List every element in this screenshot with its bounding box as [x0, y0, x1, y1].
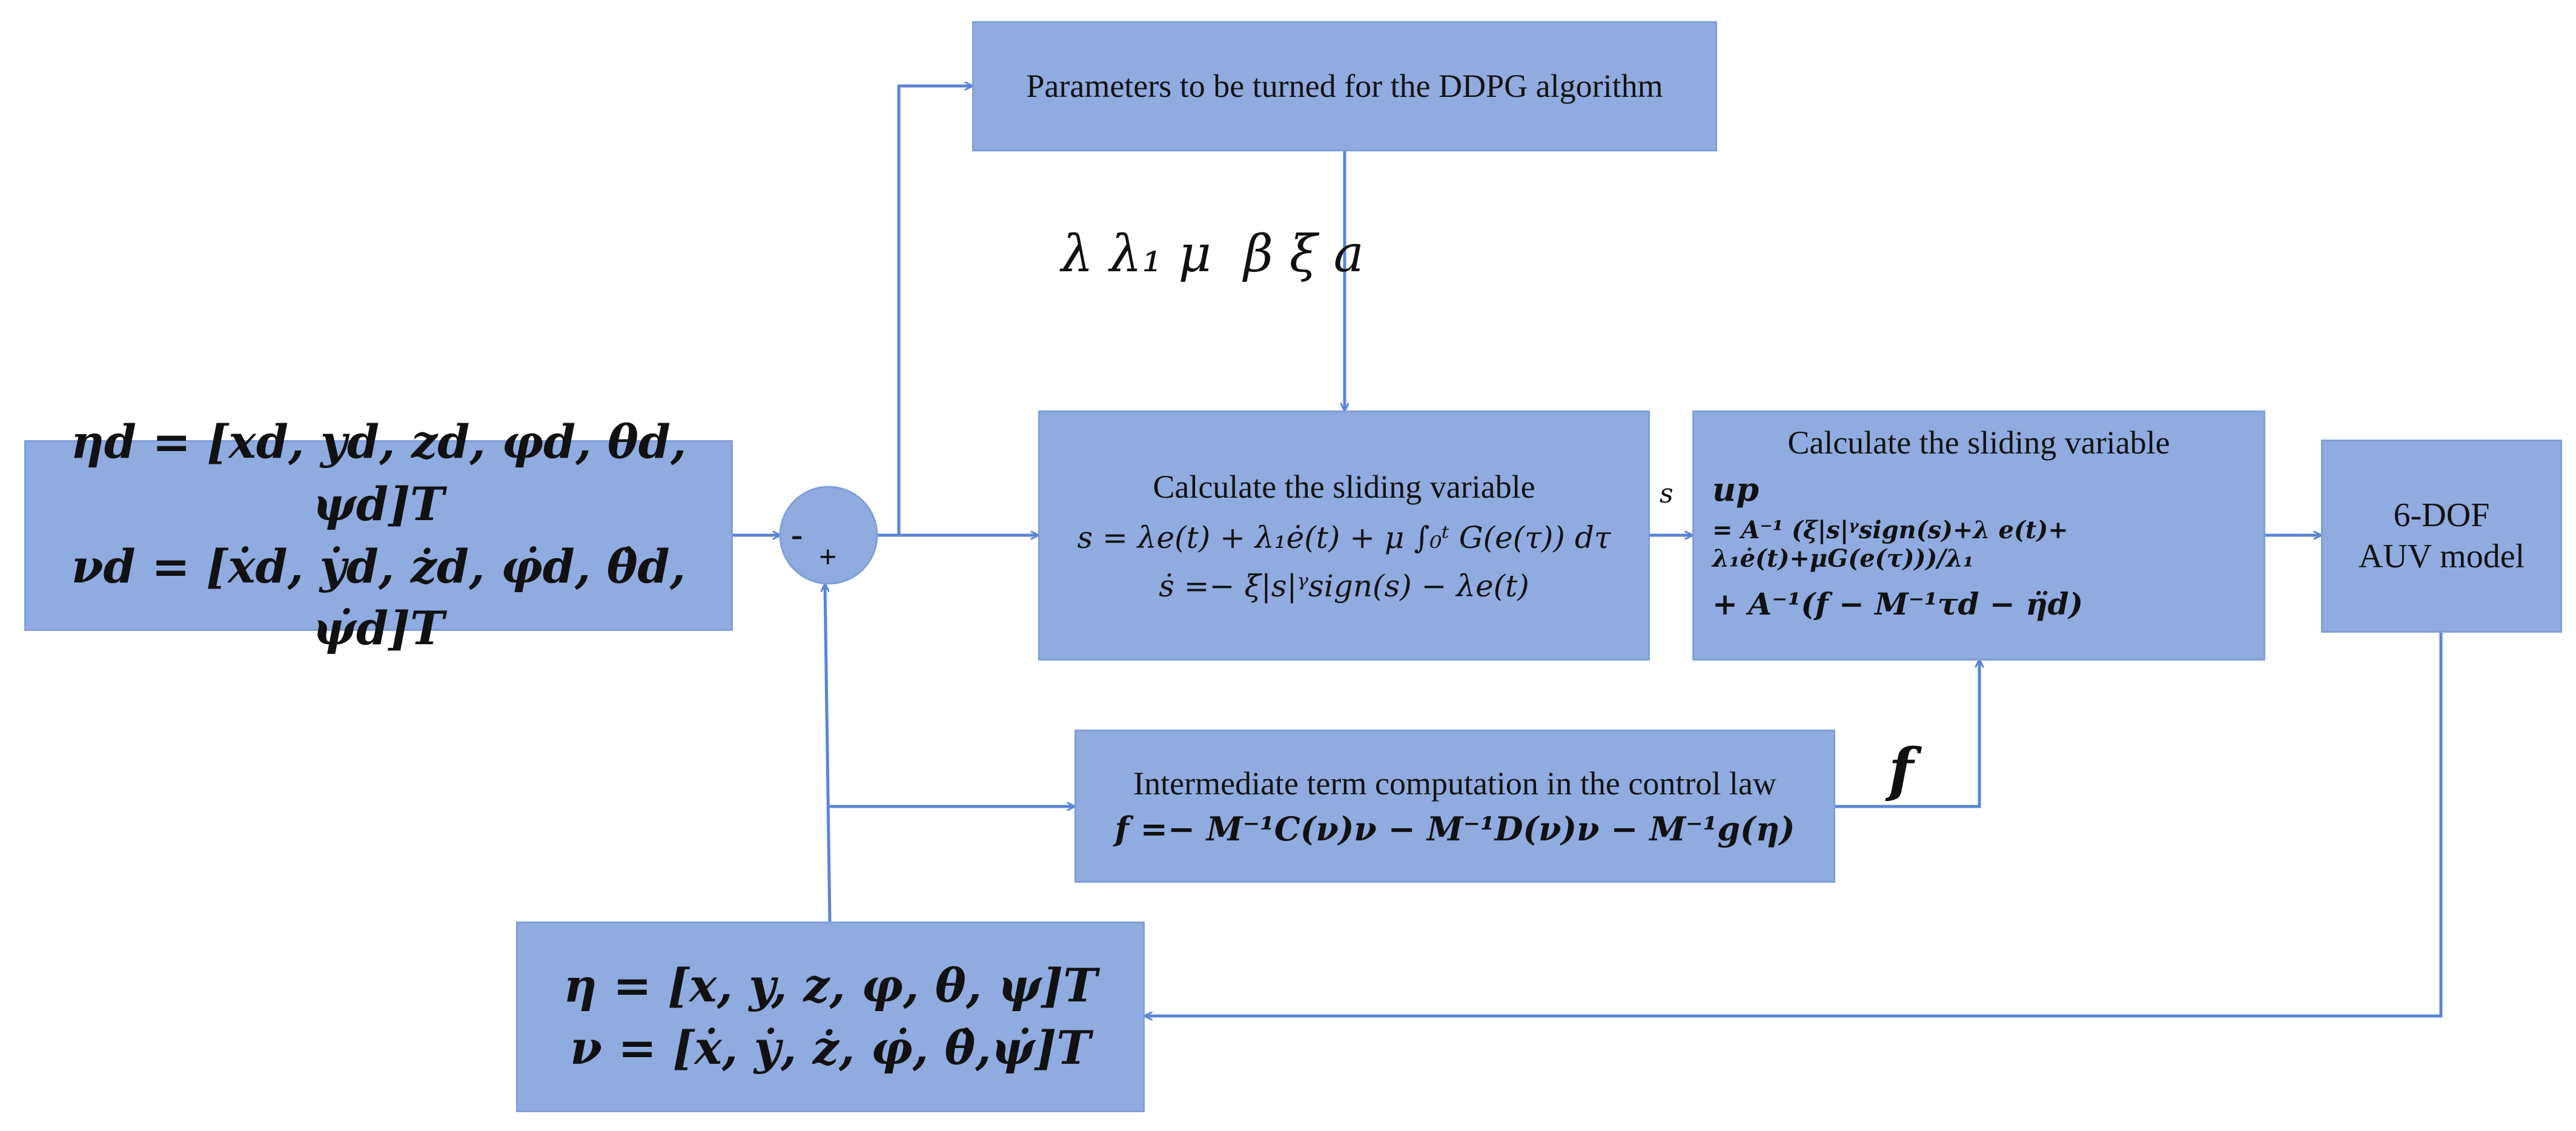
intermediate-term-eq: f =− M⁻¹C(ν)ν − M⁻¹D(ν)ν − M⁻¹g(η)	[1114, 809, 1795, 848]
arrow-to-params	[897, 86, 972, 535]
auv-model-line2: AUV model	[2358, 537, 2525, 575]
auv-model-line1: 6-DOF	[2393, 496, 2490, 535]
arrow-intermediate-to-control	[1835, 660, 1979, 808]
reaching-law-eq: ṡ =− ξ|s|ᵞsign(s) − λe(t)	[1159, 568, 1529, 604]
ddpg-parameters-label: Parameters to be turned for the DDPG alg…	[1026, 68, 1663, 105]
actual-state-box: η = [x, y, z, φ, θ, ψ]T ν = [ẋ, ẏ, ż, φ̇…	[516, 922, 1145, 1112]
summing-junction	[779, 486, 878, 585]
control-law-eq-line1: = A⁻¹ (ξ|s|ᵞsign(s)+λ e(t)+ λ₁ė(t)+μG(e(…	[1712, 515, 2068, 573]
auv-model-box: 6-DOF AUV model	[2321, 440, 2562, 633]
control-box-title: Calculate the sliding variable	[1787, 424, 2170, 461]
arrow-auv-to-state	[1145, 633, 2443, 1016]
desired-velocity-eq: νd = [ẋd, ẏd, żd, φ̇d, θ̇d, ψ̇d]T	[71, 539, 686, 656]
junction-plus-sign: +	[819, 540, 837, 575]
arrow-state-to-junction	[825, 584, 832, 922]
desired-position-eq: ηd = [xd, yd, zd, φd, θd, ψd]T	[70, 415, 687, 531]
sliding-box-title: Calculate the sliding variable	[1153, 469, 1535, 506]
intermediate-term-box: Intermediate term computation in the con…	[1074, 730, 1835, 883]
sliding-surface-eq: s = λe(t) + λ₁ė(t) + μ ∫₀ᵗ G(e(τ)) dτ	[1077, 519, 1611, 555]
control-law-box: Calculate the sliding variable up = A⁻¹ …	[1692, 411, 2265, 661]
sliding-variable-box: Calculate the sliding variable s = λe(t)…	[1038, 411, 1650, 661]
junction-minus-sign: -	[791, 515, 803, 554]
intermediate-box-title: Intermediate term computation in the con…	[1133, 765, 1776, 802]
control-law-eq-line2: + A⁻¹(f − M⁻¹τd − η̈d)	[1712, 585, 2084, 622]
actual-position-eq: η = [x, y, z, φ, θ, ψ]T	[563, 958, 1098, 1012]
control-output-label: up	[1712, 469, 1760, 509]
actual-velocity-eq: ν = [ẋ, ẏ, ż, φ̇, θ̇,ψ̇]T	[570, 1020, 1091, 1075]
tuned-parameter-symbols: λ λ₁ μ β ξ a	[1061, 224, 1364, 283]
s-signal-label: s	[1660, 478, 1674, 509]
ddpg-parameters-box: Parameters to be turned for the DDPG alg…	[972, 21, 1717, 151]
f-signal-label: f	[1889, 736, 1914, 804]
desired-state-box: ηd = [xd, yd, zd, φd, θd, ψd]T νd = [ẋd,…	[24, 415, 733, 655]
